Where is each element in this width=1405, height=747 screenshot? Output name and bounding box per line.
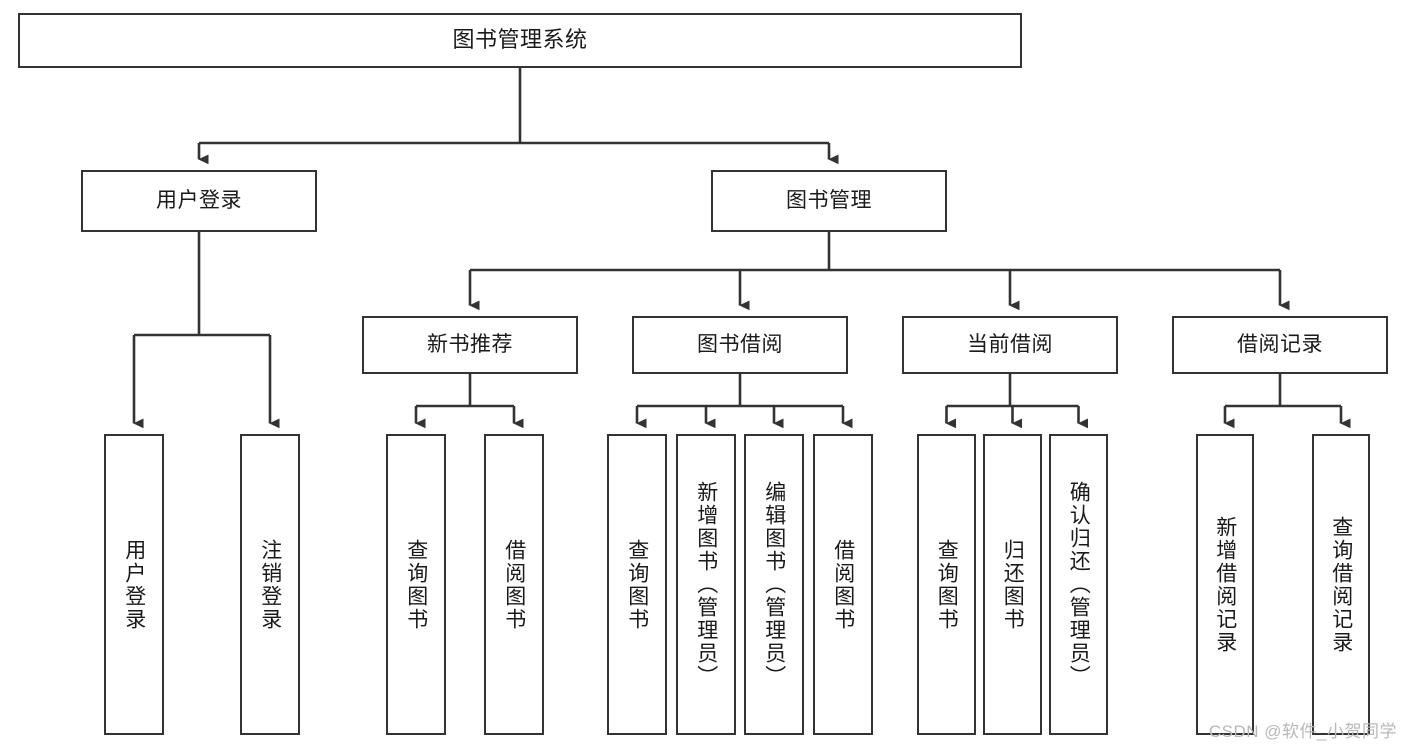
node-label: 图书借阅	[697, 333, 783, 357]
node-label: 用户登录	[122, 538, 146, 631]
node-leaf-new-query[interactable]: 查询图书	[386, 434, 446, 735]
node-leaf-new-borrow[interactable]: 借阅图书	[484, 434, 544, 735]
node-label: 用户登录	[156, 189, 242, 213]
node-label: 查询借阅记录	[1329, 515, 1353, 654]
node-newbook[interactable]: 新书推荐	[362, 316, 578, 374]
node-leaf-bk-query[interactable]: 查询图书	[607, 434, 667, 735]
node-label: 借阅图书	[502, 538, 526, 631]
node-label: 新增图书（管理员）	[694, 481, 718, 688]
node-label: 编辑图书（管理员）	[762, 481, 786, 688]
node-leaf-rec-query[interactable]: 查询借阅记录	[1312, 434, 1370, 735]
node-records[interactable]: 借阅记录	[1172, 316, 1388, 374]
node-leaf-cur-return[interactable]: 归还图书	[983, 434, 1042, 735]
node-borrow[interactable]: 图书借阅	[632, 316, 848, 374]
node-label: 确认归还（管理员）	[1067, 481, 1091, 688]
node-label: 图书管理系统	[452, 27, 588, 53]
node-label: 借阅图书	[831, 538, 855, 631]
node-label: 图书管理	[786, 189, 872, 213]
node-label: 查询图书	[625, 538, 649, 631]
node-current[interactable]: 当前借阅	[902, 316, 1118, 374]
node-leaf-bk-edit[interactable]: 编辑图书（管理员）	[744, 434, 804, 735]
node-leaf-cur-query[interactable]: 查询图书	[917, 434, 976, 735]
node-label: 查询图书	[404, 538, 428, 631]
node-label: 当前借阅	[967, 333, 1053, 357]
node-label: 查询图书	[935, 538, 959, 631]
node-leaf-bk-add[interactable]: 新增图书（管理员）	[676, 434, 736, 735]
node-label: 归还图书	[1001, 538, 1025, 631]
node-label: 注销登录	[258, 538, 282, 631]
node-label: 新书推荐	[427, 333, 513, 357]
node-leaf-bk-borrow[interactable]: 借阅图书	[813, 434, 873, 735]
node-bookmgmt[interactable]: 图书管理	[711, 170, 947, 232]
node-leaf-user-logout[interactable]: 注销登录	[240, 434, 300, 735]
node-login[interactable]: 用户登录	[81, 170, 317, 232]
node-label: 新增借阅记录	[1213, 515, 1237, 654]
watermark-text: CSDN @软件_小贺同学	[1208, 722, 1397, 741]
node-leaf-cur-confirm[interactable]: 确认归还（管理员）	[1049, 434, 1108, 735]
node-label: 借阅记录	[1237, 333, 1323, 357]
node-leaf-user-login[interactable]: 用户登录	[104, 434, 164, 735]
node-root[interactable]: 图书管理系统	[18, 13, 1022, 68]
node-leaf-rec-add[interactable]: 新增借阅记录	[1196, 434, 1254, 735]
